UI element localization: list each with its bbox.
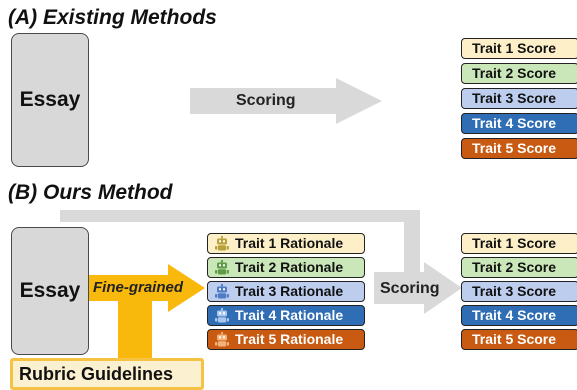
trait-score-a-1: Trait 1 Score (461, 38, 577, 59)
trait-score-a-2: Trait 2 Score (461, 63, 577, 84)
trait-rationale-label: Trait 2 Rationale (235, 259, 344, 275)
trait-score-a-4: Trait 4 Score (461, 113, 577, 134)
section-b-title: (B) Ours Method (8, 181, 173, 204)
trait-score-a-label: Trait 3 Score (472, 90, 557, 106)
trait-score-a-label: Trait 4 Score (472, 115, 557, 131)
trait-score-a-label: Trait 1 Score (472, 40, 557, 56)
rubric-connector (118, 296, 152, 359)
trait-rationale-4: Trait 4 Rationale (207, 305, 365, 326)
trait-score-b-3: Trait 3 Score (461, 281, 577, 302)
robot-icon (215, 260, 229, 275)
trait-rationale-1: Trait 1 Rationale (207, 233, 365, 254)
essay-box-a: Essay (11, 33, 89, 167)
trait-score-b-label: Trait 3 Score (472, 283, 557, 299)
essay-box-b: Essay (11, 227, 89, 355)
trait-rationale-5: Trait 5 Rationale (207, 329, 365, 350)
robot-icon (215, 308, 229, 323)
scoring-label-b: Scoring (380, 280, 440, 297)
trait-rationale-label: Trait 3 Rationale (235, 283, 344, 299)
trait-score-b-label: Trait 2 Score (472, 259, 557, 275)
trait-score-b-label: Trait 5 Score (472, 331, 557, 347)
scoring-arrow-b (374, 262, 462, 314)
trait-score-b-5: Trait 5 Score (461, 329, 577, 350)
robot-icon (215, 332, 229, 347)
trait-rationale-2: Trait 2 Rationale (207, 257, 365, 278)
trait-rationale-label: Trait 5 Rationale (235, 331, 344, 347)
fine-grained-arrow (88, 264, 205, 312)
robot-icon (215, 236, 229, 251)
trait-score-b-4: Trait 4 Score (461, 305, 577, 326)
trait-rationale-label: Trait 4 Rationale (235, 307, 344, 323)
trait-score-a-label: Trait 5 Score (472, 140, 557, 156)
bypass-arrow (60, 210, 430, 300)
scoring-arrow-a (190, 78, 382, 124)
scoring-label-a: Scoring (236, 92, 296, 109)
robot-icon (215, 284, 229, 299)
trait-score-b-label: Trait 4 Score (472, 307, 557, 323)
trait-score-b-1: Trait 1 Score (461, 233, 577, 254)
trait-rationale-label: Trait 1 Rationale (235, 235, 344, 251)
trait-score-b-label: Trait 1 Score (472, 235, 557, 251)
trait-score-b-2: Trait 2 Score (461, 257, 577, 278)
section-a-title: (A) Existing Methods (8, 6, 217, 29)
trait-score-a-label: Trait 2 Score (472, 65, 557, 81)
rubric-guidelines-box: Rubric Guidelines (10, 358, 204, 390)
trait-score-a-5: Trait 5 Score (461, 138, 577, 159)
fine-grained-label: Fine-grained (93, 279, 184, 296)
trait-rationale-3: Trait 3 Rationale (207, 281, 365, 302)
trait-score-a-3: Trait 3 Score (461, 88, 577, 109)
